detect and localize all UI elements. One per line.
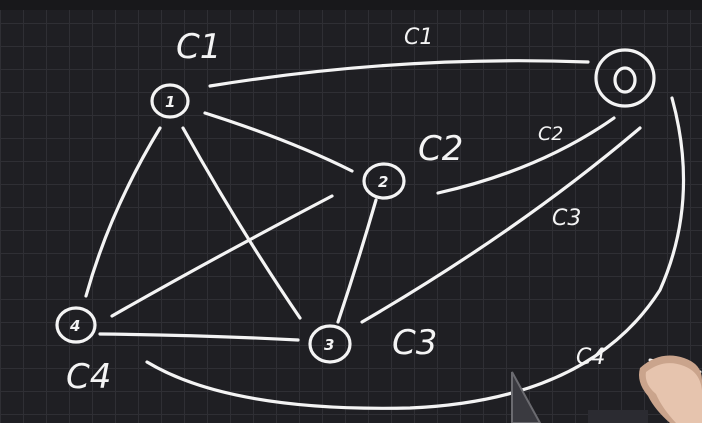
label-c1-edge: C1: [404, 25, 433, 50]
label-c3-edge: C3: [552, 206, 581, 231]
node-2-ring: [362, 162, 406, 200]
node-0: [594, 48, 656, 108]
node-4: 4: [55, 306, 97, 344]
desk-device: [588, 410, 648, 423]
node-0-ring-outer: [594, 48, 656, 108]
edge-3-4: [98, 332, 300, 342]
label-c3-node: C3: [392, 323, 437, 363]
edge-2-0: [436, 116, 616, 195]
node-3-label: 3: [324, 336, 334, 354]
edge-2-4: [110, 194, 334, 318]
label-c2-edge: C2: [538, 123, 563, 145]
edge-1-4: [84, 126, 162, 298]
label-c2-node: C2: [418, 129, 463, 169]
node-2: 2: [362, 162, 406, 200]
presenter-hand: [639, 355, 702, 423]
edge-2-3: [336, 198, 378, 324]
node-4-label: 4: [69, 317, 80, 335]
node-1: 1: [150, 83, 190, 119]
node-1-ring: [150, 83, 190, 119]
node-4-ring: [55, 306, 97, 344]
node-0-ring-inner: [613, 66, 637, 94]
node-3: 3: [308, 324, 352, 364]
label-c1-node: C1: [176, 27, 221, 67]
node-1-label: 1: [165, 93, 175, 111]
edge-1-0: [208, 59, 590, 88]
hand-palm: [645, 363, 702, 423]
node-3-ring: [308, 324, 352, 364]
edge-4-0: [145, 96, 686, 410]
label-c4-edge: C4: [576, 345, 605, 370]
node-2-label: 2: [378, 173, 388, 191]
board-top-strip: [0, 0, 702, 10]
label-c4-node: C4: [66, 357, 111, 397]
edge-3-0: [360, 126, 642, 324]
edge-1-2: [203, 111, 354, 173]
laptop-corner: [511, 371, 542, 423]
edge-1-3: [181, 126, 302, 320]
